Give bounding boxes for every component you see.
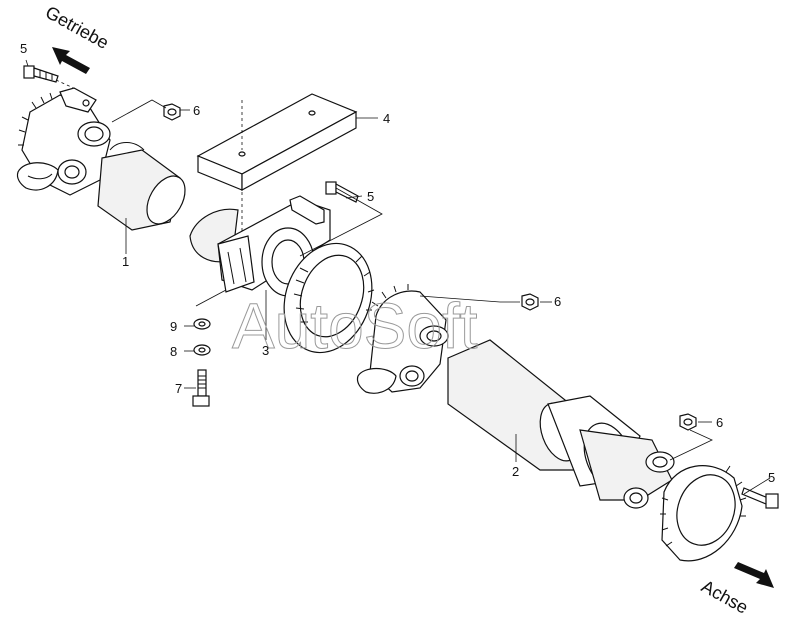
mounting-plate — [196, 93, 358, 244]
bolt-middle — [325, 181, 359, 203]
axle-direction-arrow — [734, 562, 774, 588]
axle-direction-label: Achse — [698, 576, 751, 618]
flat-washer — [193, 344, 211, 356]
gearbox-direction-label: Getriebe — [42, 2, 112, 53]
nut-bottom-right — [679, 413, 697, 431]
callout-4: 4 — [383, 111, 390, 126]
callout-1: 1 — [122, 254, 129, 269]
mounting-bolt — [192, 369, 210, 407]
callout-9: 9 — [170, 319, 177, 334]
callout-6-top: 6 — [193, 103, 200, 118]
callout-5-top-left: 5 — [20, 41, 27, 56]
watermark: AutoSoft — [232, 290, 478, 362]
callout-6-bottom-right: 6 — [716, 415, 723, 430]
callout-7: 7 — [175, 381, 182, 396]
spring-washer — [193, 318, 211, 330]
callout-8: 8 — [170, 344, 177, 359]
callout-5-bottom-right: 5 — [768, 470, 775, 485]
front-shaft-section — [16, 87, 186, 231]
gearbox-direction-arrow — [52, 47, 90, 74]
nut-top — [163, 103, 181, 121]
callout-2: 2 — [512, 464, 519, 479]
rear-shaft-section — [356, 284, 747, 562]
bolt-top-left — [23, 65, 59, 83]
leader-lines — [25, 59, 771, 495]
callout-6-middle: 6 — [554, 294, 561, 309]
callout-5-middle: 5 — [367, 189, 374, 204]
nut-middle — [521, 293, 539, 311]
callout-3: 3 — [262, 343, 269, 358]
bolt-bottom-right — [741, 487, 779, 509]
flexible-coupling-center — [283, 242, 375, 354]
